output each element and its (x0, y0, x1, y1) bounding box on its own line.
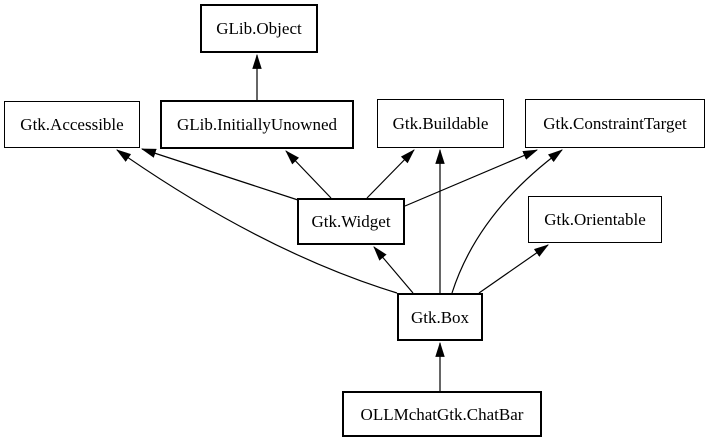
edge-box-to-widget (373, 246, 414, 294)
node-gtk-orientable[interactable]: Gtk.Orientable (528, 196, 662, 243)
node-label: GLib.Object (216, 19, 302, 38)
edge-widget-to-accessible (140, 148, 299, 201)
node-label: Gtk.Box (410, 307, 470, 327)
node-label: GLib.InitiallyUnowned (176, 115, 338, 134)
node-glib-initiallyunowned[interactable]: GLib.InitiallyUnowned (160, 100, 354, 149)
edge-box-to-accessible (116, 149, 398, 294)
node-label: Gtk.ConstraintTarget (543, 114, 687, 133)
node-gtk-buildable[interactable]: Gtk.Buildable (377, 99, 504, 148)
node-label: Gtk.Accessible (20, 115, 124, 134)
node-gtk-constrainttarget[interactable]: Gtk.ConstraintTarget (525, 99, 705, 148)
edge-widget-to-constrainttarget (404, 149, 538, 207)
edge-box-to-orientable (478, 244, 549, 294)
node-gtk-widget[interactable]: Gtk.Widget (297, 198, 405, 245)
node-label: Gtk.Orientable (544, 210, 646, 229)
edge-widget-to-initiallyunowned (285, 150, 332, 199)
edge-box-to-constrainttarget (451, 149, 563, 294)
edge-widget-to-buildable (366, 149, 415, 199)
node-ollmchatgtk-chatbar[interactable]: OLLMchatGtk.ChatBar (342, 391, 542, 437)
node-label: OLLMchatGtk.ChatBar (360, 404, 524, 424)
node-label: Gtk.Buildable (392, 114, 489, 133)
node-label: Gtk.Widget (311, 212, 391, 231)
node-gtk-box[interactable]: Gtk.Box (397, 293, 483, 341)
node-glib-object[interactable]: GLib.Object (200, 4, 318, 53)
node-gtk-accessible[interactable]: Gtk.Accessible (4, 101, 140, 148)
